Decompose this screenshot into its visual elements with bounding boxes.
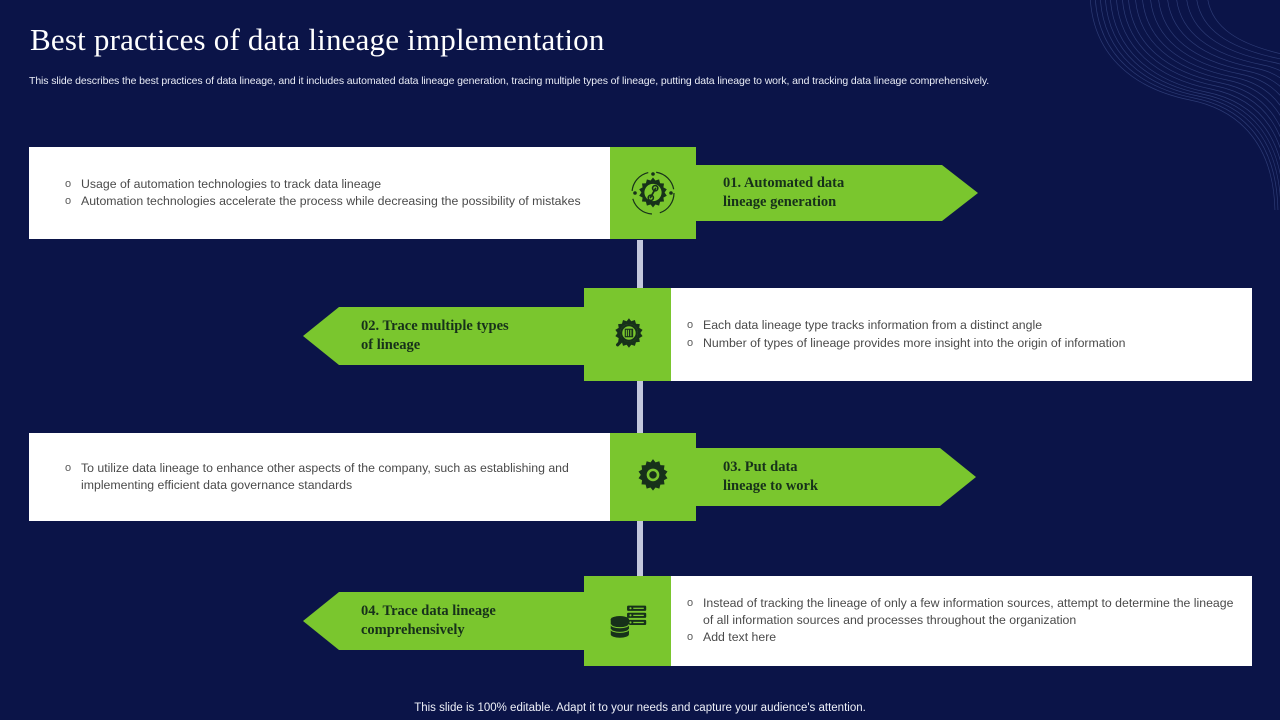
decorative-wave-pattern xyxy=(1090,0,1280,210)
step-2-bullet-list: Each data lineage type tracks informatio… xyxy=(685,317,1125,352)
step-1-bullet-list: Usage of automation technologies to trac… xyxy=(63,176,581,211)
step-4-bullet-list: Instead of tracking the lineage of only … xyxy=(685,595,1234,647)
step-2-icon-box xyxy=(584,288,671,381)
step-2-banner-label: 02. Trace multiple types of lineage xyxy=(361,318,509,353)
step-3-text-card: To utilize data lineage to enhance other… xyxy=(29,433,621,521)
gear-magnifier-barcode-icon xyxy=(614,317,643,348)
step-1-text-card: Usage of automation technologies to trac… xyxy=(29,147,621,239)
step-4-banner[interactable]: 04. Trace data lineage comprehensively xyxy=(303,592,595,650)
step-1-icon-box xyxy=(610,147,696,239)
step-3-banner-label: 03. Put data lineage to work xyxy=(723,459,819,494)
gear-icon xyxy=(638,459,668,491)
step-3-banner[interactable]: 03. Put data lineage to work xyxy=(696,448,976,506)
connector-line-2-3 xyxy=(637,381,643,433)
step-4-text-card: Instead of tracking the lineage of only … xyxy=(671,576,1252,666)
step-1-banner-label: 01. Automated data lineage generation xyxy=(723,175,845,210)
page-subtitle: This slide describes the best practices … xyxy=(29,75,990,87)
step-3-icon-box xyxy=(610,433,696,521)
list-item: Number of types of lineage provides more… xyxy=(685,335,1125,352)
footer-note: This slide is 100% editable. Adapt it to… xyxy=(414,702,866,714)
step-3-bullet-list: To utilize data lineage to enhance other… xyxy=(63,460,601,494)
step-1-banner[interactable]: 01. Automated data lineage generation xyxy=(696,165,978,221)
step-4-icon-box xyxy=(584,576,671,666)
step-4-banner-label: 04. Trace data lineage comprehensively xyxy=(361,603,496,638)
list-item: Add text here xyxy=(685,629,1234,646)
page-title: Best practices of data lineage implement… xyxy=(30,22,605,57)
list-item: To utilize data lineage to enhance other… xyxy=(63,460,601,493)
list-item: Usage of automation technologies to trac… xyxy=(63,176,581,193)
connector-line-1-2 xyxy=(637,240,643,290)
list-item: Each data lineage type tracks informatio… xyxy=(685,317,1125,334)
database-stack-icon xyxy=(609,605,646,638)
step-2-banner[interactable]: 02. Trace multiple types of lineage xyxy=(303,307,595,365)
list-item: Automation technologies accelerate the p… xyxy=(63,193,581,210)
list-item: Instead of tracking the lineage of only … xyxy=(685,595,1234,628)
step-2-text-card: Each data lineage type tracks informatio… xyxy=(671,288,1252,381)
gear-automation-icon xyxy=(631,171,675,215)
connector-line-3-4 xyxy=(637,521,643,576)
